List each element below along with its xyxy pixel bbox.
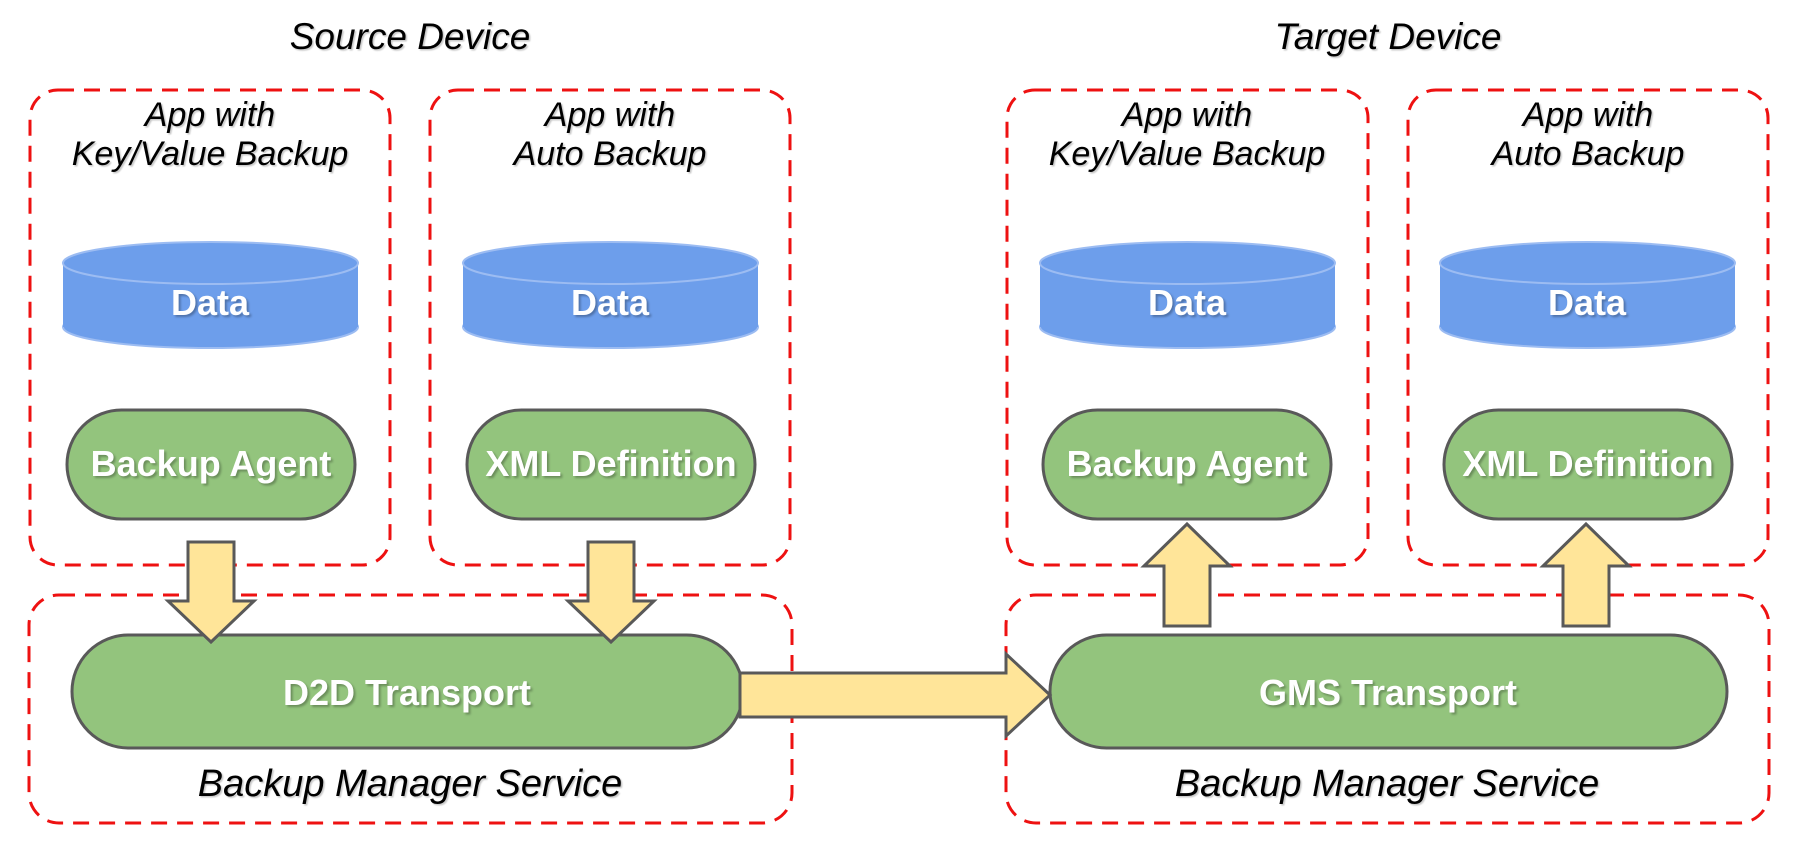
transport-flow-arrow — [738, 650, 1053, 740]
app-label-line2: Key/Value Backup — [71, 135, 349, 174]
backup-agent-pill-source — [65, 408, 357, 521]
app-label-line1: App with — [1121, 96, 1253, 134]
app-label-line2: Auto Backup — [513, 135, 707, 174]
xml-definition-label: XML Definition — [1462, 443, 1714, 484]
down-arrow-xml-definition — [564, 540, 658, 645]
backup-agent-pill-target — [1041, 408, 1333, 521]
source-device-title: Source Device — [289, 16, 531, 57]
app-label-line2: Key/Value Backup — [1048, 135, 1326, 174]
app-label-line1: App with — [544, 96, 676, 134]
xml-definition-pill-target — [1442, 408, 1734, 521]
data-label: Data — [1547, 282, 1627, 323]
data-cylinder — [462, 241, 759, 349]
app-label-source-auto: App with Auto Backup — [440, 96, 780, 175]
app-label-line1: App with — [144, 96, 276, 134]
xml-definition-label: XML Definition — [485, 443, 737, 484]
backup-manager-service-label-source: Backup Manager Service — [197, 763, 623, 805]
app-label-source-keyvalue: App with Key/Value Backup — [40, 96, 380, 175]
target-device-title: Target Device — [1274, 16, 1502, 57]
app-label-target-auto: App with Auto Backup — [1418, 96, 1758, 175]
backup-manager-service-label-target: Backup Manager Service — [1174, 763, 1600, 805]
gms-transport-pill — [1048, 633, 1729, 750]
app-label-line2: Auto Backup — [1491, 135, 1685, 174]
data-cylinder — [1439, 241, 1736, 349]
up-arrow-xml-definition — [1539, 521, 1633, 628]
data-label: Data — [570, 282, 650, 323]
down-arrow-backup-agent — [164, 540, 258, 645]
data-label: Data — [170, 282, 250, 323]
up-arrow-backup-agent — [1140, 521, 1234, 628]
data-cylinder — [1039, 241, 1336, 349]
backup-agent-label: Backup Agent — [90, 443, 332, 484]
data-cylinder — [62, 241, 359, 349]
xml-definition-pill-source — [465, 408, 757, 521]
backup-agent-label: Backup Agent — [1066, 443, 1308, 484]
d2d-transport-label: D2D Transport — [282, 672, 532, 713]
data-label: Data — [1147, 282, 1227, 323]
app-label-target-keyvalue: App with Key/Value Backup — [1017, 96, 1357, 175]
app-label-line1: App with — [1522, 96, 1654, 134]
gms-transport-label: GMS Transport — [1258, 672, 1518, 713]
